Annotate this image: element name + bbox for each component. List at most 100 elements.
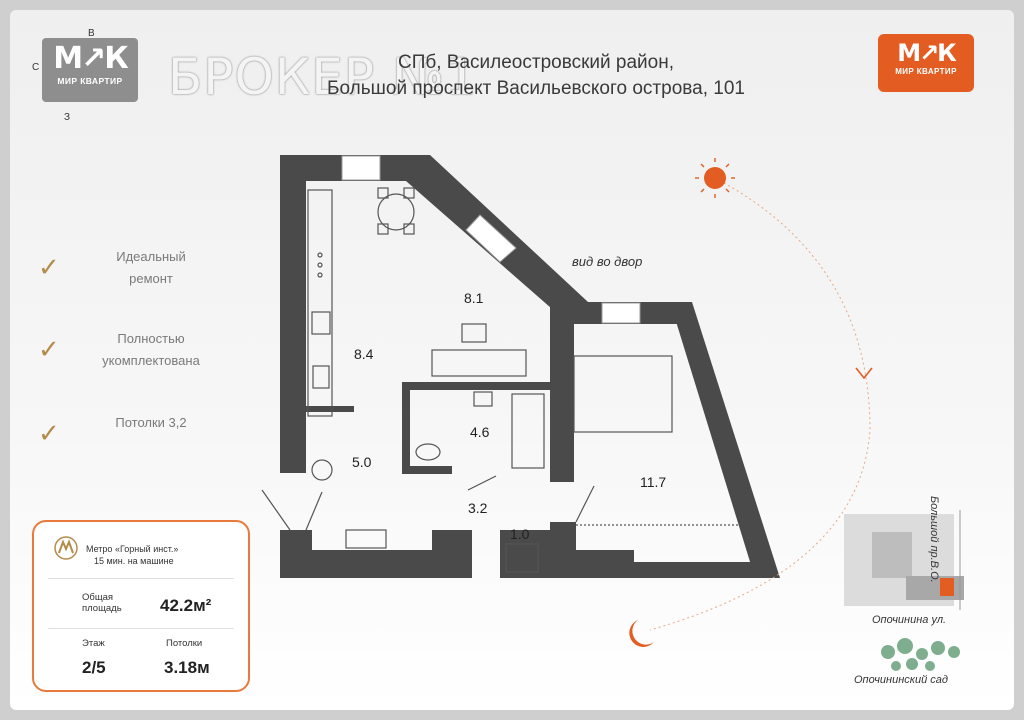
garden-icon [881, 638, 960, 671]
check-icon: ✓ [38, 252, 60, 282]
feature-text: Идеальный ремонт [116, 249, 186, 286]
street-label-main: Большой пр.В.О. [928, 496, 940, 583]
chair [377, 223, 389, 235]
door-swing [261, 489, 291, 531]
floor-label: Этаж [82, 638, 105, 649]
coffee-table [461, 323, 487, 343]
window-top [341, 155, 381, 181]
wall-bottom-2 [432, 530, 472, 578]
map-building [906, 576, 964, 600]
wall-middle [550, 302, 574, 482]
room-area-hall: 5.0 [352, 454, 372, 470]
wall-bedroom-right [670, 302, 780, 578]
wall-bottom-3 [500, 530, 550, 578]
wall-bath-left [402, 382, 410, 474]
metro-station: Метро «Горный инст.» [86, 544, 179, 554]
kitchen-counter [307, 189, 333, 417]
moon-icon [629, 620, 654, 647]
door-swing [305, 491, 323, 531]
total-area-value: 42.2м² [160, 596, 212, 615]
apartment-info-card: Метро «Горный инст.» 15 мин. на машине О… [32, 520, 250, 692]
ceiling-label: Потолки [166, 638, 203, 649]
door-swing [467, 475, 497, 491]
map-building [872, 532, 912, 578]
divider [48, 578, 234, 579]
chair [377, 187, 389, 199]
site-map [844, 510, 964, 610]
floor-plan-drawing [261, 155, 964, 671]
logo-mark: М↗К [897, 39, 957, 67]
hob-burner [317, 252, 323, 258]
compass-west-label: С [32, 62, 40, 73]
bath-sink [473, 391, 493, 407]
wall-bath-top [402, 382, 550, 390]
address: СПб, Василеостровский район, Большой про… [276, 50, 796, 102]
wall-left [280, 155, 306, 473]
room-area-corridor: 3.2 [468, 500, 488, 516]
map-target-building [940, 578, 954, 596]
hob-burner [317, 272, 323, 278]
sofa [431, 349, 527, 377]
wall-bottom-1 [312, 550, 432, 578]
bathtub [511, 393, 545, 469]
window-bedroom [601, 302, 641, 324]
check-icon: ✓ [38, 334, 60, 364]
feature-item-ceilings: ✓ Потолки 3,2 [38, 412, 238, 452]
wall-kitchen-stub [306, 406, 354, 412]
wall-bath-bottom [402, 466, 452, 474]
closet-appliance [505, 543, 539, 573]
metro-travel-time: 15 мин. на машине [94, 556, 174, 566]
dining-table [377, 193, 415, 231]
wall-bottom-left [280, 530, 312, 578]
toilet [415, 443, 441, 461]
ceiling-value: 3.18м [164, 658, 210, 677]
walls [280, 155, 780, 578]
sun-icon [704, 167, 726, 189]
view-label: вид во двор [572, 254, 643, 269]
garden-label: Опочининский сад [854, 674, 948, 686]
floor-plan-card: В С З М↗К МИР КВАРТИР БРОКЕР №1 СПб, Вас… [10, 10, 1014, 710]
metro-icon [54, 536, 78, 560]
brand-logo-right[interactable]: М↗К МИР КВАРТИР [878, 34, 974, 92]
feature-text: Полностью укомплектована [102, 331, 200, 368]
address-line-2: Большой проспект Васильевского острова, … [327, 78, 745, 99]
feature-text: Потолки 3,2 [115, 415, 187, 430]
feature-item-renovation: ✓ Идеальный ремонт [38, 246, 238, 296]
kitchen-sink [312, 365, 330, 389]
windows [341, 155, 641, 324]
check-icon: ✓ [38, 418, 60, 448]
address-line-1: СПб, Василеостровский район, [397, 52, 674, 73]
wall-bottom-5 [576, 550, 634, 578]
furniture [261, 187, 740, 573]
window-diagonal [465, 214, 517, 263]
feature-item-furnished: ✓ Полностью укомплектована [38, 328, 238, 378]
chair [403, 223, 415, 235]
wall-bottom-4 [550, 522, 576, 578]
room-area-kitchen: 8.4 [354, 346, 374, 362]
total-area-label: Общая площадь [82, 592, 122, 614]
brand-logo-left[interactable]: М↗К МИР КВАРТИР [42, 38, 138, 102]
floor-value: 2/5 [82, 658, 106, 677]
stove [311, 311, 331, 335]
divider [48, 628, 234, 629]
chair [403, 187, 415, 199]
room-area-bathroom: 4.6 [470, 424, 490, 440]
room-area-kitchen-dining: 8.1 [464, 290, 484, 306]
street-label-side: Опочинина ул. [872, 614, 947, 626]
logo-brand-text: МИР КВАРТИР [57, 76, 123, 86]
watermark-title: БРОКЕР №1 [168, 48, 478, 106]
sun-rays [695, 158, 735, 198]
hob-burner [317, 262, 323, 268]
washing-machine [311, 459, 333, 481]
room-area-bedroom: 11.7 [640, 474, 667, 490]
compass-north-label: В [88, 28, 95, 39]
logo-mark: М↗К [53, 41, 129, 76]
bed [573, 355, 673, 433]
sun-direction-arrow [855, 367, 873, 380]
room-area-closet: 1.0 [510, 526, 530, 542]
hall-bench [345, 529, 387, 549]
wall-bottom-6 [634, 562, 756, 578]
door-swing [575, 485, 595, 523]
compass-south-label: З [64, 112, 71, 123]
logo-brand-text: МИР КВАРТИР [895, 67, 957, 76]
